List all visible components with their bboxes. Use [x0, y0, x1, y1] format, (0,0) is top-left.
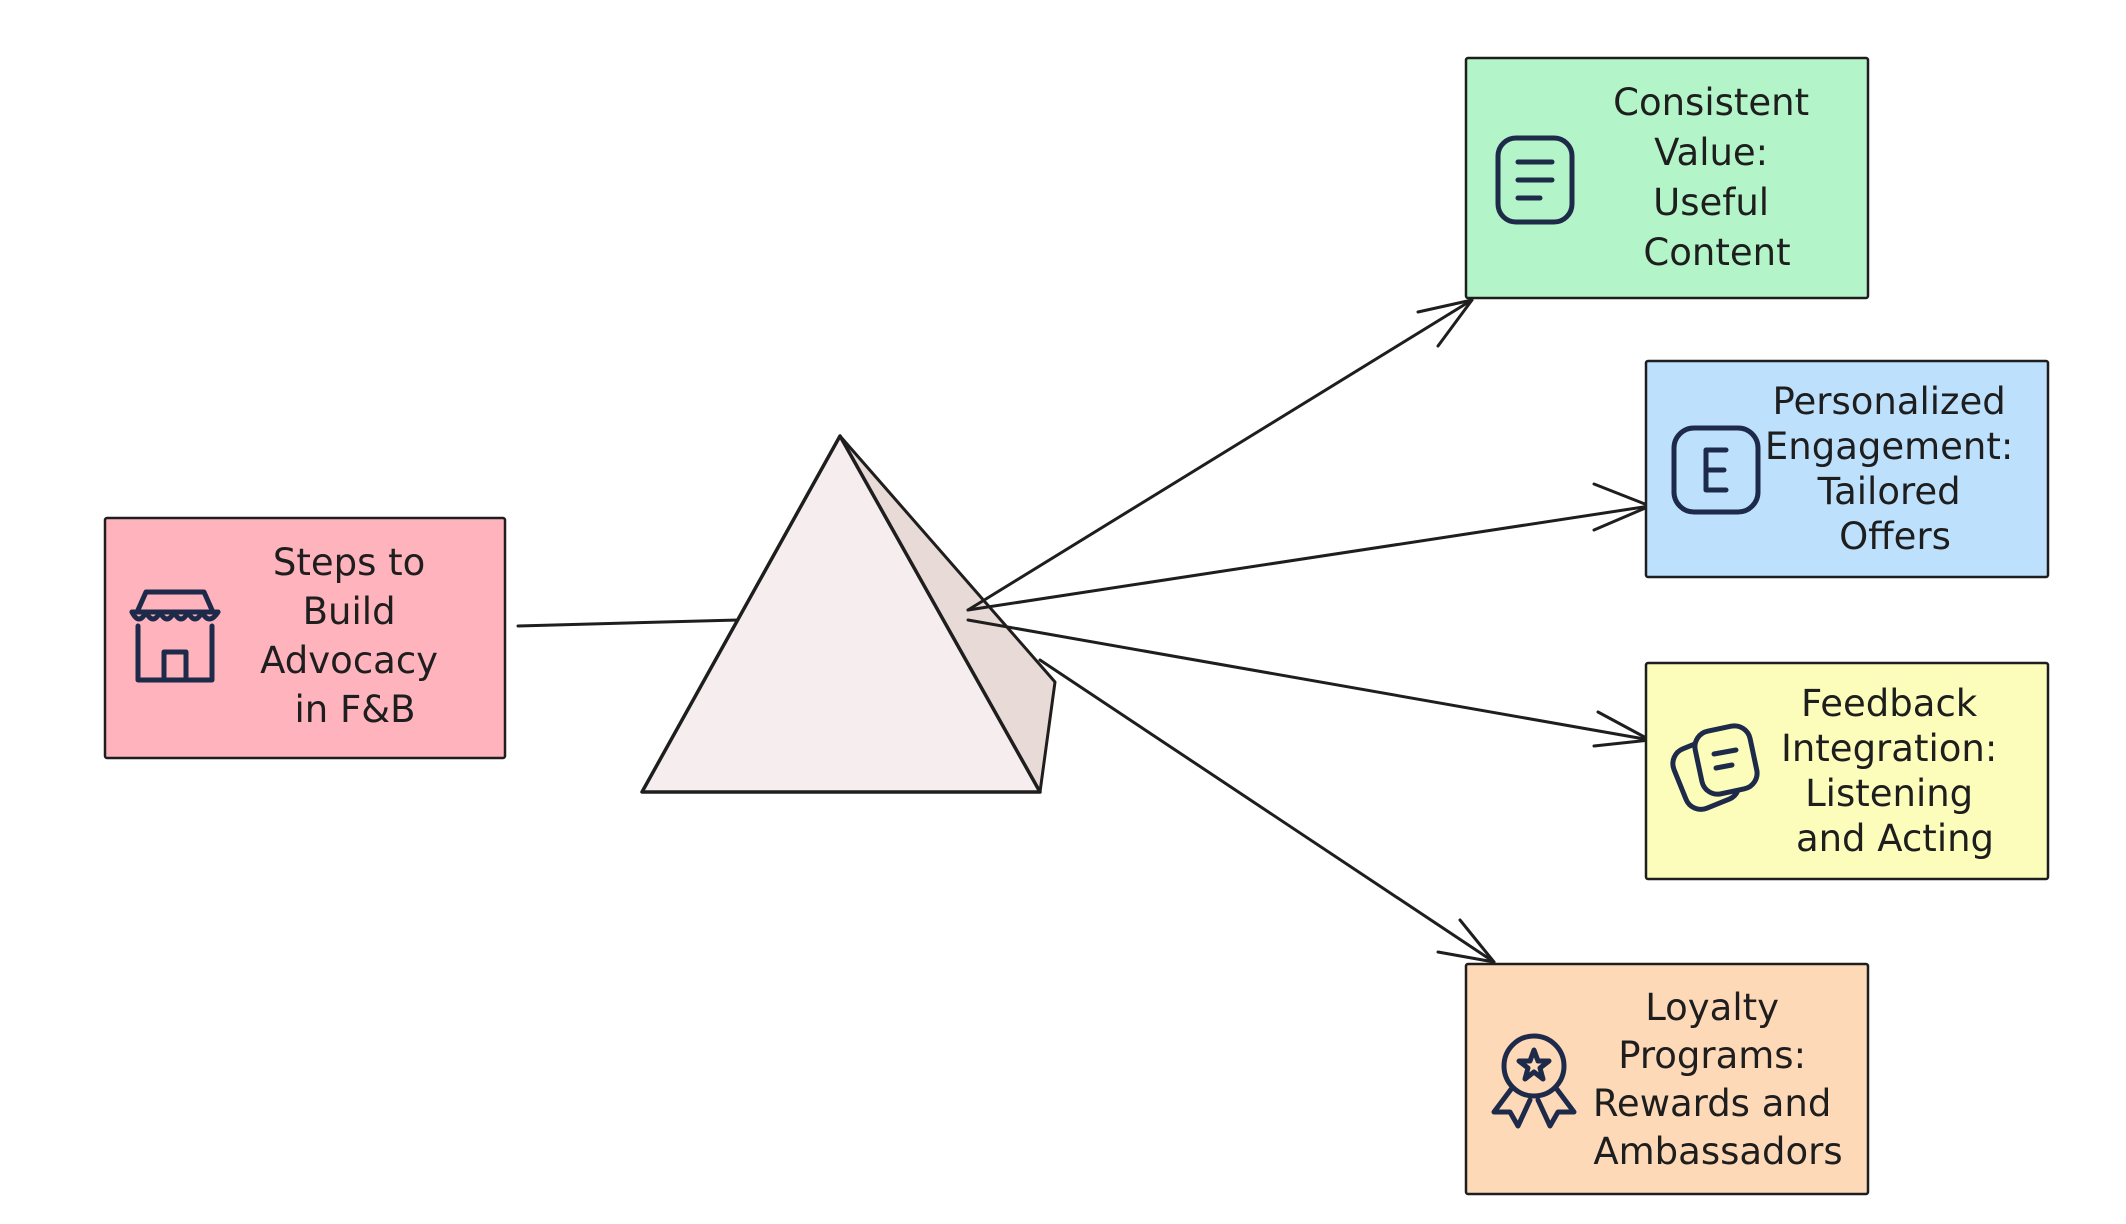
arrow-to-step-3: [966, 618, 1652, 748]
step-label-line: Loyalty: [1645, 986, 1779, 1029]
document-lines-icon: [1495, 135, 1575, 225]
source-label-line: Steps to: [273, 541, 425, 584]
source-label: Steps to Build Advocacy in F&B: [260, 541, 450, 731]
letter-e-icon: [1671, 425, 1761, 515]
source-node[interactable]: Steps to Build Advocacy in F&B: [103, 516, 507, 760]
step-label-line: Programs:: [1618, 1034, 1806, 1077]
step-label-line: Integration:: [1781, 727, 1997, 770]
step-label: Loyalty Programs: Rewards and Ambassador…: [1593, 986, 1843, 1173]
step-label-line: Rewards and: [1593, 1082, 1831, 1125]
step-label-line: Ambassadors: [1593, 1130, 1842, 1173]
source-label-line: Advocacy: [260, 639, 438, 682]
hub-pyramid[interactable]: [640, 434, 1057, 794]
step-label-line: Content: [1643, 231, 1790, 274]
source-label-line: in F&B: [294, 688, 415, 731]
step-label-line: Personalized: [1772, 380, 2005, 423]
step-label-line: Listening: [1805, 772, 1973, 815]
step-label-line: Feedback: [1801, 682, 1978, 725]
arrow-to-step-1: [966, 298, 1474, 612]
step-box: [1644, 661, 2050, 881]
arrow-to-step-4: [1038, 658, 1496, 964]
step-label: Consistent Value: Useful Content: [1613, 81, 1821, 274]
step-label-line: Consistent: [1613, 81, 1809, 124]
award-badge-icon: [1491, 1033, 1577, 1129]
step-label-line: Useful: [1653, 181, 1769, 224]
step-label: Feedback Integration: Listening and Acti…: [1781, 682, 2009, 860]
source-label-line: Build: [303, 590, 396, 633]
source-box: [103, 516, 507, 760]
notes-stack-icon: [1670, 723, 1760, 812]
step-node-loyalty-programs[interactable]: Loyalty Programs: Rewards and Ambassador…: [1464, 962, 1870, 1196]
step-label: Personalized Engagement: Tailored Offers: [1765, 380, 2025, 558]
source-to-hub-line: [516, 618, 740, 628]
pyramid-front-face: [640, 434, 1042, 794]
step-box: [1644, 359, 2050, 579]
step-node-consistent-value[interactable]: Consistent Value: Useful Content: [1464, 56, 1870, 300]
store-icon: [129, 589, 221, 683]
step-box: [1464, 56, 1870, 300]
step-node-personalized-engagement[interactable]: Personalized Engagement: Tailored Offers: [1644, 359, 2050, 579]
step-label-line: Value:: [1654, 131, 1768, 174]
step-label-line: Tailored: [1817, 470, 1961, 513]
step-label-line: Engagement:: [1765, 425, 2013, 468]
step-box: [1464, 962, 1870, 1196]
step-node-feedback-integration[interactable]: Feedback Integration: Listening and Acti…: [1644, 661, 2050, 881]
step-label-line: Offers: [1839, 515, 1951, 558]
step-label-line: and Acting: [1796, 817, 1994, 860]
